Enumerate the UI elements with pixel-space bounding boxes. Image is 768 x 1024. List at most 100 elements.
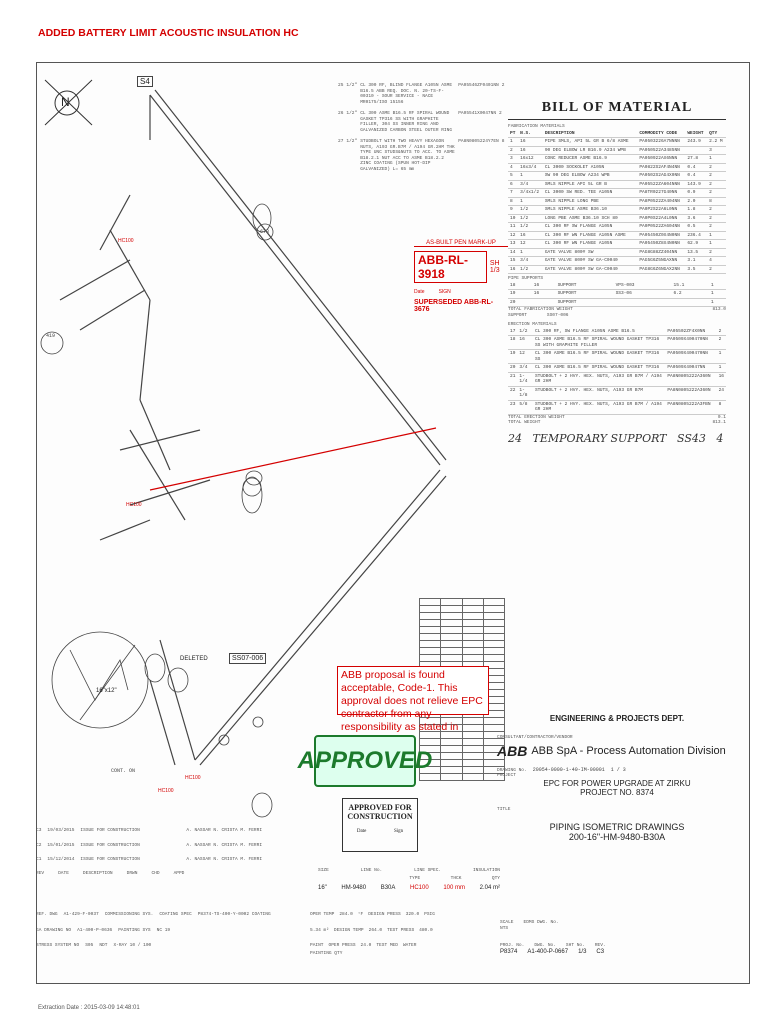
cont-note: CONT. ON [111,768,136,774]
detail-circle [51,631,149,729]
drawing-no-label: DRAWING No. [497,767,527,773]
grid-row [418,738,506,746]
handwritten-note: 24 TEMPORARY SUPPORT SS43 4 [508,431,724,445]
abb-logo: ABB [497,742,528,759]
title-line-2: 200-16"-HM-9480-B30A [568,832,666,842]
bom-fab-section: FABRICATION MATERIALS [508,124,565,129]
markup-sign-label: SIGN [438,289,451,295]
bom-total-erection-label: TOTAL ERECTION WEIGHT [508,414,565,420]
bill-of-material: BILL OF MATERIAL FABRICATION MATERIALS P… [508,100,726,445]
grid-row [418,654,506,662]
contractor-label: CONSULTANT/CONTRACTOR/VENDOR [497,735,573,740]
bom-support-code: SS07-006 [546,312,569,318]
grid-row [418,605,506,613]
support-tag: SS07-006 [229,653,267,664]
bom-total-fab-value: 813.0 [712,307,726,312]
bom-total-fab-label: TOTAL FABRICATION WEIGHT [508,307,573,312]
bom-total-weight-value: 813.1 [712,420,726,425]
bom-title: BILL OF MATERIAL [508,100,726,120]
bubble-419: 419 [46,333,56,339]
north-label: N [61,95,70,109]
page-header-title: ADDED BATTERY LIMIT ACOUSTIC INSULATION … [38,27,299,39]
title-block: ENGINEERING & PROJECTS DEPT. CONSULTANT/… [497,690,737,842]
company-name: ABB SpA - Process Automation Division [531,744,726,757]
markup-sheet: SH 1/3 [489,260,500,274]
deleted-label: DELETED [180,656,208,662]
project-line-2: PROJECT NO. 8374 [580,787,654,797]
drawing-sheet-no: 1 / 3 [610,766,626,773]
hc-tag: HC100 [118,238,134,244]
project-label: PROJECT [497,773,516,778]
bom-pipe-supports: PIPE SUPPORTS [508,276,544,281]
grid-row [418,626,506,634]
pipe-route [59,89,447,766]
review-comment: ABB proposal is found acceptable, Code-1… [337,666,489,746]
grid-row [418,612,506,620]
extraction-date: Extraction Date : 2015-03-09 14:48:01 [38,1005,140,1011]
project-line-1: EPC FOR POWER UPGRADE AT ZIRKU [543,778,691,788]
as-built-label: AS-BUILT PEN MARK-UP [414,240,508,247]
cloud-markup [144,203,273,818]
grid-row [418,773,506,781]
bom-erection-section: ERECTION MATERIALS [508,322,557,327]
bom-support-label: SUPPORT [508,312,527,318]
title-line-1: PIPING ISOMETRIC DRAWINGS [549,822,685,832]
as-built-stamp: AS-BUILT PEN MARK-UP ABB-RL-3918 SH 1/3 … [414,240,508,315]
north-arrow-icon [44,79,93,126]
drawing-no: 20054-0000-1-40-IM-00001 [532,766,605,773]
area-tag: S4 [137,76,153,87]
approved-stamp: APPROVED [298,735,432,787]
dept-label: ENGINEERING & PROJECTS DEPT. [549,714,685,723]
hc-tag: HC100 [185,775,201,781]
bom-total-erection-value: 0.1 [717,414,726,420]
markup-date-label: Date [414,289,425,295]
grid-row [418,633,506,641]
pipe-size-label: 16"x12" [96,688,117,694]
markup-line [149,427,437,491]
hc-tag: HC100 [158,788,174,794]
bom-total-weight-label: TOTAL WEIGHT [508,420,541,425]
bubble-673: 673 [260,229,270,235]
title-label: TITLE [497,806,511,812]
